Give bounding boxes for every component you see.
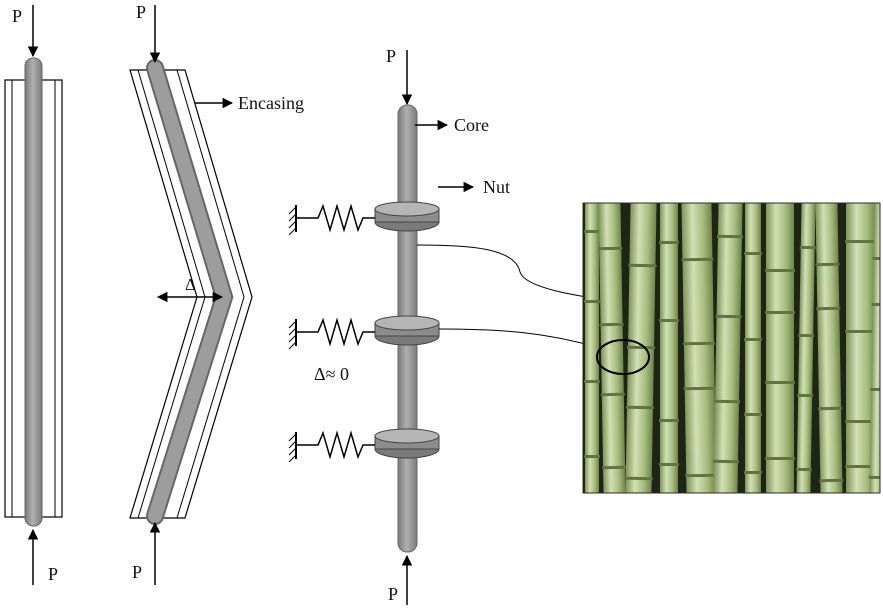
bamboo-node — [659, 319, 679, 322]
bamboo-node — [845, 240, 877, 243]
bamboo-node — [714, 399, 741, 404]
bamboo-node — [584, 230, 600, 233]
zero-deflection-label: Δ≈ 0 — [314, 364, 349, 384]
bamboo-node — [681, 257, 714, 262]
bamboo-node — [625, 405, 654, 410]
bamboo-node — [816, 306, 841, 311]
bamboo-node — [659, 241, 679, 244]
nut-spring-1 — [288, 201, 440, 236]
bamboo-node — [659, 419, 679, 422]
bamboo-photo — [583, 203, 880, 493]
bamboo-node — [598, 246, 623, 251]
nut-spring-2 — [288, 315, 440, 350]
bamboo-node — [819, 478, 844, 483]
buckled-column: P P Encasing Δ — [129, 2, 304, 585]
nut-spring-3 — [288, 428, 440, 463]
load-label-bottom-3: P — [388, 584, 398, 604]
load-label-bottom: P — [48, 564, 58, 584]
nut-label: Nut — [483, 177, 510, 197]
bamboo-node — [584, 455, 600, 458]
bamboo-node — [765, 311, 795, 314]
bamboo-node — [868, 475, 880, 480]
bamboo-node — [744, 471, 762, 474]
bamboo-node — [765, 269, 795, 272]
bamboo-culm — [681, 203, 717, 493]
bamboo-node — [659, 463, 679, 466]
bamboo-node — [871, 302, 880, 307]
bamboo-culm — [796, 203, 816, 493]
load-label-top: P — [12, 6, 22, 26]
bamboo-node — [744, 413, 762, 416]
spring-1 — [297, 203, 375, 233]
bamboo-node — [626, 345, 656, 350]
load-label-top-2: P — [136, 2, 146, 22]
load-label-bottom-2: P — [132, 562, 142, 582]
bamboo-node — [815, 262, 840, 267]
bamboo-culm — [815, 203, 843, 493]
bamboo-culm — [598, 203, 626, 493]
bamboo-culm — [745, 203, 761, 493]
spring-3 — [297, 430, 375, 460]
bamboo-node — [797, 393, 814, 398]
bamboo-node — [602, 465, 627, 470]
bamboo-culm — [713, 203, 743, 493]
bamboo-node — [712, 459, 740, 464]
bamboo-node — [744, 338, 762, 341]
bamboo-node — [845, 465, 877, 468]
bamboo-node — [624, 476, 653, 481]
bamboo-node — [765, 457, 795, 460]
bamboo-culm — [766, 203, 794, 493]
bamboo-node — [872, 256, 880, 261]
bamboo-culm — [625, 203, 657, 493]
bamboo-culm — [585, 203, 599, 493]
bamboo-node-highlight — [596, 339, 650, 375]
core-rod — [24, 57, 43, 527]
connector-nut-to-node — [438, 328, 601, 350]
encasing-tube-buckled — [129, 69, 253, 519]
bamboo-node — [584, 380, 600, 383]
deflection-label: Δ — [185, 275, 196, 294]
bamboo-node — [628, 263, 657, 268]
straight-column: P P — [4, 5, 63, 585]
encasing-label: Encasing — [238, 93, 304, 113]
bamboo-node — [744, 252, 762, 255]
bamboo-node — [716, 234, 743, 239]
bamboo-node — [798, 333, 815, 338]
spring-2 — [297, 317, 375, 347]
bamboo-node — [683, 386, 716, 391]
core-label: Core — [454, 115, 489, 135]
bamboo-node — [795, 467, 812, 472]
bamboo-node — [685, 473, 718, 478]
bamboo-node — [584, 300, 600, 303]
bamboo-node — [600, 392, 625, 397]
connector-core-to-bamboo — [416, 244, 627, 306]
bamboo-node — [845, 420, 877, 423]
bamboo-node — [715, 314, 742, 319]
core-with-nuts: P P Core Nut Δ≈ 0 — [288, 46, 627, 605]
bamboo-node — [870, 387, 880, 392]
bamboo-node — [599, 322, 624, 327]
bamboo-node — [682, 341, 715, 346]
bamboo-node — [799, 245, 816, 250]
bamboo-node — [765, 381, 795, 384]
bamboo-node — [845, 330, 877, 333]
bamboo-node — [818, 406, 843, 411]
load-label-top-3: P — [386, 46, 396, 66]
